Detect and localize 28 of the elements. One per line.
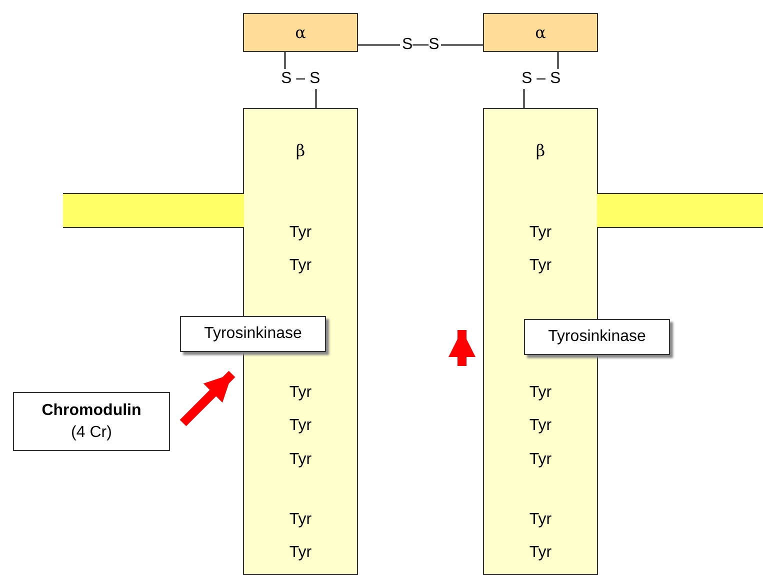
residue-label: Tyr bbox=[529, 383, 552, 403]
residue-label: Tyr bbox=[529, 223, 552, 243]
residue-label: Tyr bbox=[529, 450, 552, 470]
subunit-box: α bbox=[243, 13, 358, 52]
residue-label: Tyr bbox=[289, 416, 312, 436]
label-box bbox=[13, 392, 170, 451]
arrow bbox=[180, 370, 236, 426]
subunit-label: β bbox=[296, 141, 306, 161]
subunit-label: β bbox=[536, 141, 546, 161]
membrane-band bbox=[63, 193, 244, 228]
edge-label: S – S bbox=[279, 69, 322, 89]
protein-name: Chromodulin bbox=[42, 401, 142, 421]
residue-label: Tyr bbox=[289, 256, 312, 276]
residue-label: Tyr bbox=[289, 383, 312, 403]
residue-label: Tyr bbox=[529, 510, 552, 530]
residue-label: Tyr bbox=[289, 223, 312, 243]
label-box: Tyrosinkinase bbox=[524, 319, 670, 355]
edge-label: S – S bbox=[520, 69, 563, 89]
residue-label: Tyr bbox=[529, 256, 552, 276]
residue-label: Tyr bbox=[289, 510, 312, 530]
residue-label: Tyr bbox=[289, 543, 312, 563]
residue-label: Tyr bbox=[529, 416, 552, 436]
label-box: Tyrosinkinase bbox=[180, 316, 326, 352]
protein-note: (4 Cr) bbox=[71, 423, 112, 443]
membrane-band bbox=[597, 193, 763, 228]
residue-label: Tyr bbox=[289, 450, 312, 470]
residue-label: Tyr bbox=[529, 543, 552, 563]
subunit-box: α bbox=[483, 13, 598, 52]
